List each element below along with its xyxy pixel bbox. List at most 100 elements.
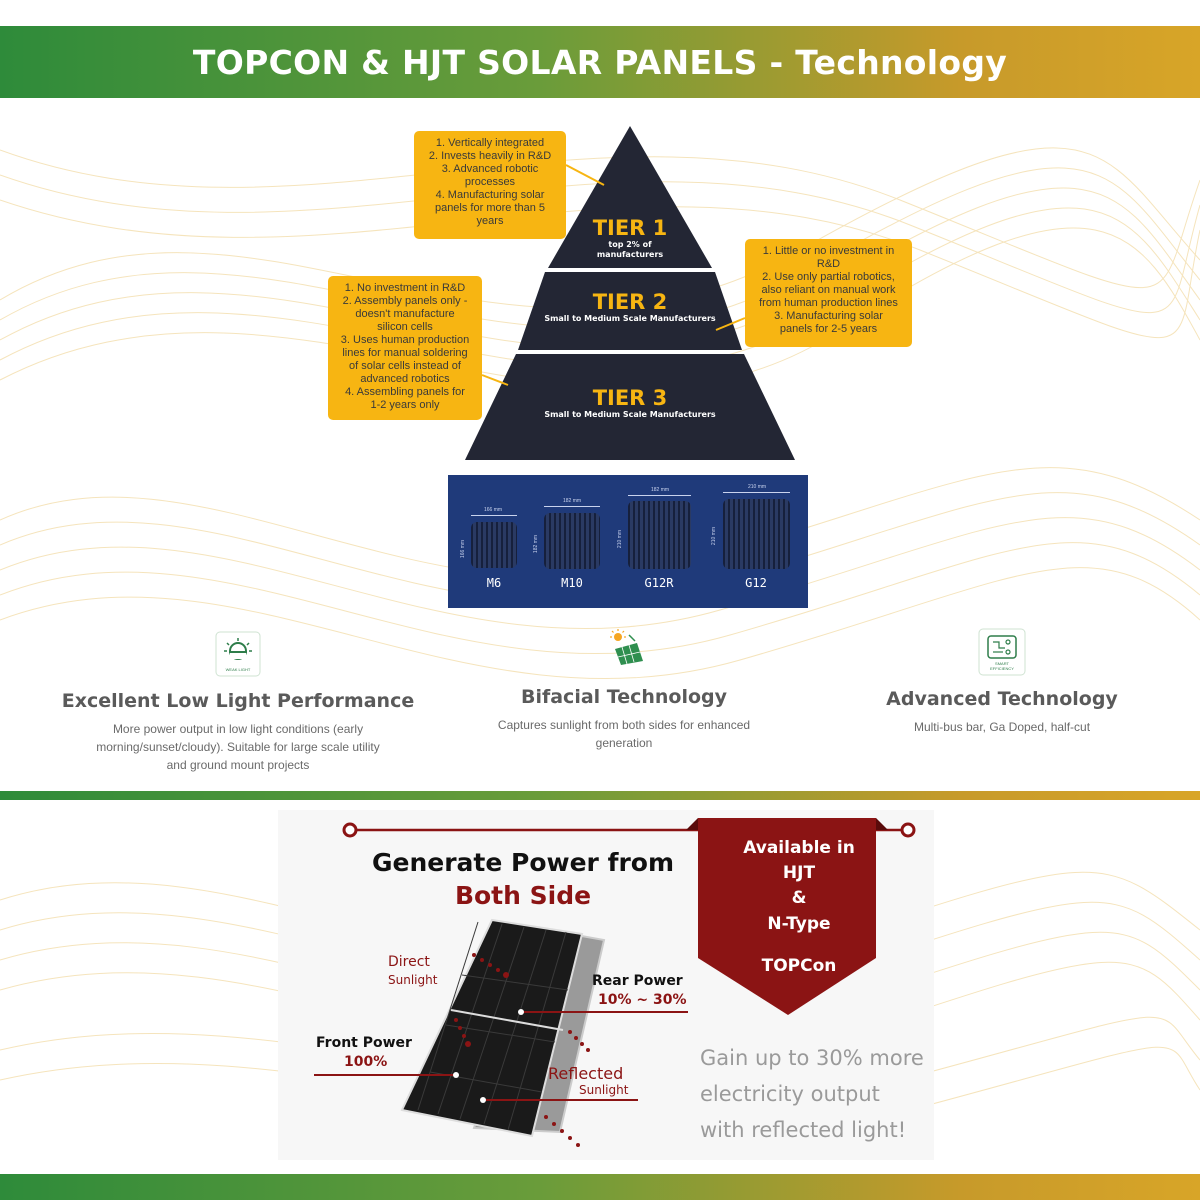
wafer-sizes-panel: 166 mm 166 mm M6 182 mm 182 mm M10 182 m… — [448, 475, 808, 608]
tier-2-line: 1. Little or no investment in — [762, 245, 895, 257]
tier-1-subtitle-line: top 2% of — [608, 240, 652, 249]
tier-3-line: 4. Assembling panels for — [345, 386, 465, 398]
tier-1-line: 4. Manufacturing solar — [435, 189, 545, 201]
callout-lines — [481, 164, 746, 386]
feature-description: Captures sunlight from both sides for en… — [454, 716, 794, 752]
tier-3-line: of solar cells instead of — [349, 360, 461, 372]
tier-2-line: R&D — [816, 258, 841, 270]
feature-description: More power output in low light condition… — [60, 720, 416, 774]
wafer-m10-width: 182 mm — [563, 498, 582, 504]
feature-desc-line: morning/sunset/cloudy). Suitable for lar… — [96, 740, 380, 754]
banner-line: Available in — [743, 838, 855, 858]
page-title: TOPCON & HJT SOLAR PANELS - Technology — [192, 42, 1008, 82]
banner-line: & — [791, 888, 807, 908]
tier-3-line: silicon cells — [377, 321, 433, 333]
feature-low-light: Excellent Low Light Performance More pow… — [60, 690, 416, 774]
tier-1-line: 1. Vertically integrated — [435, 137, 545, 149]
bifacial-title-line1: Generate Power from — [371, 848, 675, 877]
banner-line: TOPCon — [761, 956, 837, 976]
tier-2-subtitle: Small to Medium Scale Manufacturers — [544, 314, 716, 323]
wafer-g12-height: 210 mm — [711, 527, 717, 546]
smart-efficiency-caption: SMART — [995, 661, 1009, 666]
wafer-g12r-width: 182 mm — [651, 487, 670, 493]
wafer-m6-height: 166 mm — [460, 540, 466, 559]
front-power-value: 100% — [344, 1054, 388, 1070]
tier-3-line: lines for manual soldering — [342, 347, 468, 359]
tier-2-description: 1. Little or no investment in R&D 2. Use… — [745, 239, 912, 347]
tier-2-line: from human production lines — [759, 297, 898, 309]
bifacial-diagram: Generate Power from Both Side Available … — [278, 810, 934, 1160]
rear-power-value: 10% ~ 30% — [598, 992, 687, 1008]
weak-light-icon: WEAK LIGHT — [215, 631, 261, 677]
tier-2-name: TIER 2 — [592, 290, 668, 314]
wafer-m6 — [471, 522, 517, 568]
tier-3-line: 2. Assembly panels only - — [342, 295, 468, 307]
tier-1-name: TIER 1 — [592, 216, 668, 240]
tier-1-description: 1. Vertically integrated 2. Invests heav… — [414, 131, 566, 239]
tier-2-label: TIER 2 Small to Medium Scale Manufacture… — [520, 290, 740, 324]
footer-band — [0, 1174, 1200, 1200]
pyramid-tier-3 — [465, 354, 795, 460]
front-panel — [400, 918, 584, 1138]
gain-text: Gain up to 30% more electricity output w… — [700, 1040, 930, 1148]
tier-3-description: 1. No investment in R&D 2. Assembly pane… — [328, 276, 482, 420]
tier-1-line: 3. Advanced robotic — [441, 163, 539, 175]
reflected-sunlight-label: Reflected — [548, 1064, 624, 1083]
tier-pyramid — [465, 126, 795, 460]
feature-advanced: Advanced Technology Multi-bus bar, Ga Do… — [860, 688, 1144, 736]
pyramid-tier-1 — [548, 126, 712, 268]
bifacial-panel-icon — [610, 629, 643, 665]
tier-2-line: also reliant on manual work — [761, 284, 896, 296]
gain-line: with reflected light! — [700, 1118, 907, 1142]
wafer-m6-name: M6 — [486, 576, 502, 590]
gain-line: Gain up to 30% more — [700, 1046, 924, 1070]
reflected-sunlight-label: Sunlight — [579, 1083, 629, 1097]
gain-line: electricity output — [700, 1082, 880, 1106]
wafer-m10-name: M10 — [561, 576, 583, 590]
tier-3-name: TIER 3 — [592, 386, 668, 410]
wafer-g12-name: G12 — [745, 576, 767, 590]
bifacial-graphics — [314, 818, 916, 1147]
front-power-label: Front Power — [316, 1035, 412, 1051]
wafer-g12r-name: G12R — [644, 576, 674, 590]
wafer-g12r — [628, 501, 691, 569]
availability-banner — [698, 818, 876, 1015]
bifacial-title-line2: Both Side — [454, 881, 592, 910]
feature-desc-line: Multi-bus bar, Ga Doped, half-cut — [913, 720, 1091, 734]
tier-2-line: panels for 2-5 years — [779, 323, 878, 335]
feature-desc-line: and ground mount projects — [166, 758, 310, 772]
tier-1-line: 2. Invests heavily in R&D — [428, 150, 552, 162]
feature-title: Bifacial Technology — [520, 686, 728, 708]
feature-desc-line: generation — [595, 736, 653, 750]
tier-1-label: TIER 1 top 2% of manufacturers — [570, 216, 690, 260]
tier-3-line: doesn't manufacture — [355, 308, 455, 320]
smart-efficiency-icon: SMART EFFICIENCY — [978, 628, 1026, 676]
direct-sunlight-label: Direct — [388, 954, 430, 970]
direct-sunlight-label: Sunlight — [388, 973, 438, 987]
wafer-m10-height: 182 mm — [533, 535, 539, 554]
banner-line: N-Type — [767, 914, 831, 934]
tier-3-label: TIER 3 Small to Medium Scale Manufacture… — [520, 386, 740, 420]
tier-3-line: 3. Uses human production — [340, 334, 470, 346]
feature-description: Multi-bus bar, Ga Doped, half-cut — [860, 718, 1144, 736]
wafer-m6-width: 166 mm — [484, 507, 503, 513]
tier-3-line: advanced robotics — [360, 373, 450, 385]
tier-2-line: 2. Use only partial robotics, — [762, 271, 895, 283]
tier-1-subtitle-line: manufacturers — [596, 250, 664, 259]
tier-1-line: panels for more than 5 — [434, 202, 546, 214]
tier-2-line: 3. Manufacturing solar — [774, 310, 883, 322]
wafer-m10 — [544, 513, 600, 569]
tier-3-line: 1. No investment in R&D — [344, 282, 466, 294]
feature-title: Advanced Technology — [886, 688, 1118, 710]
feature-desc-line: Captures sunlight from both sides for en… — [497, 718, 751, 732]
wafer-g12r-height: 210 mm — [617, 530, 623, 549]
rear-power-label: Rear Power — [592, 973, 683, 989]
tier-1-line: processes — [464, 176, 516, 188]
pyramid-tier-2 — [518, 272, 742, 350]
tier-3-subtitle: Small to Medium Scale Manufacturers — [544, 410, 716, 419]
feature-bifacial: Bifacial Technology Captures sunlight fr… — [454, 686, 794, 752]
smart-efficiency-caption: EFFICIENCY — [990, 666, 1014, 671]
tier-1-line: years — [476, 215, 504, 227]
header-band: TOPCON & HJT SOLAR PANELS - Technology — [0, 26, 1200, 98]
section-divider — [0, 791, 1200, 800]
